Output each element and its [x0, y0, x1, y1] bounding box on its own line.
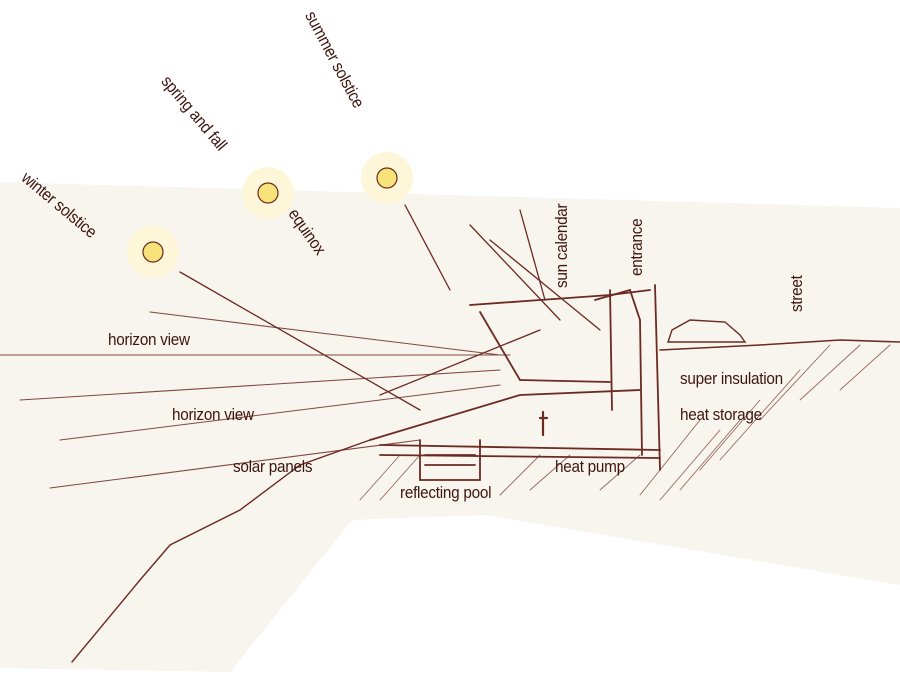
label-sun-calendar: sun calendar [552, 203, 571, 288]
label-heat-pump: heat pump [555, 457, 625, 476]
earth-hatching [359, 344, 891, 501]
paper-sheet [0, 182, 900, 672]
label-super-insulation: super insulation [680, 369, 783, 388]
horizon-rays [0, 311, 511, 489]
label-horizon-view-lower: horizon view [172, 405, 254, 424]
label-solar-panels: solar panels [233, 457, 313, 476]
sun-equinox-icon [242, 167, 294, 219]
label-horizon-view-upper: horizon view [108, 330, 190, 349]
label-street: street [787, 275, 806, 312]
person-figure [538, 410, 549, 437]
car [667, 319, 747, 343]
sun-rays [179, 204, 601, 411]
house-section [369, 284, 661, 481]
ground-street [659, 339, 900, 351]
label-entrance: entrance [627, 218, 646, 276]
hillside-slope [71, 439, 371, 663]
sun-summer-icon [361, 152, 413, 204]
label-reflecting-pool: reflecting pool [400, 483, 492, 502]
sun-winter-icon [127, 226, 179, 278]
label-heat-storage: heat storage [680, 405, 762, 424]
